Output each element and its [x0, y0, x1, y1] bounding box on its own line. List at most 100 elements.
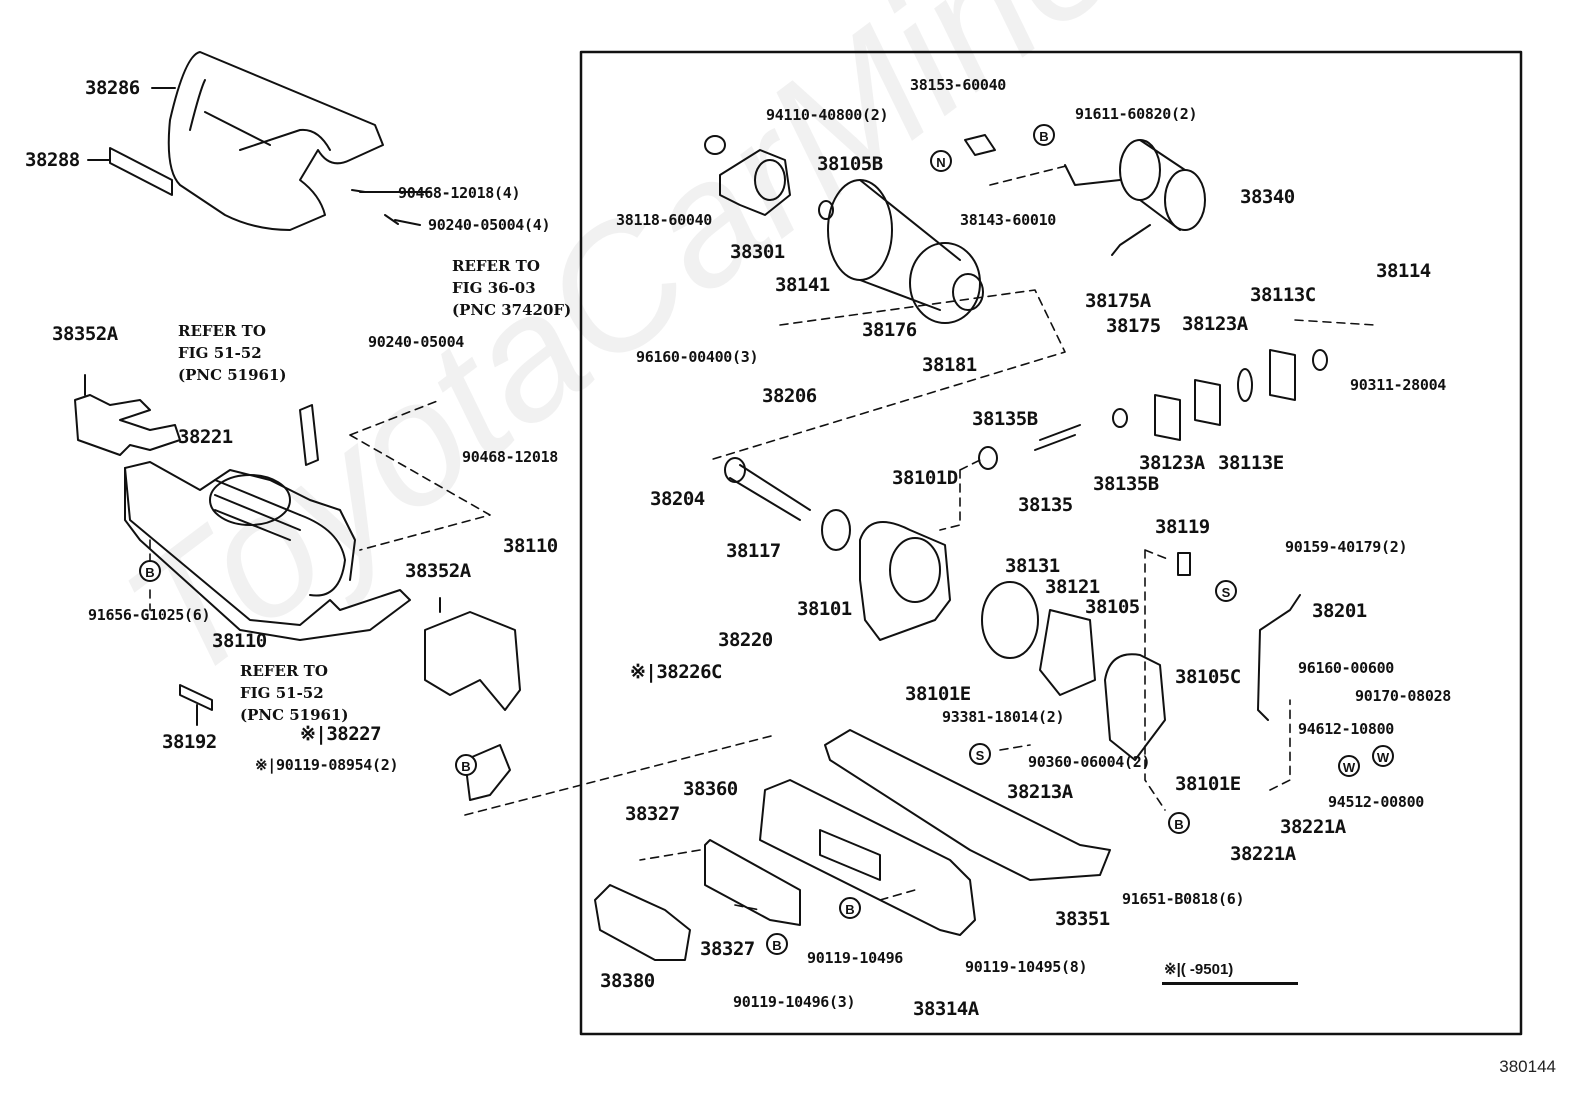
- reference-note: REFER TO FIG 36-03 (PNC 37420F): [452, 257, 572, 319]
- part-label: 38181: [922, 354, 977, 376]
- part-label: 38176: [862, 319, 917, 341]
- part-label: ※|38226C: [630, 661, 723, 683]
- part-label: 38221A: [1280, 816, 1346, 838]
- part-label: 38113E: [1218, 452, 1284, 474]
- part-label: 38105B: [817, 153, 883, 175]
- part-label: 38101D: [892, 467, 958, 489]
- part-label: 90119-10495(8): [965, 958, 1088, 976]
- part-label: 38105: [1085, 596, 1140, 618]
- part-label: 38105C: [1175, 666, 1241, 688]
- part-38360-bracket: [704, 839, 801, 926]
- part-38131-gear: [981, 581, 1039, 659]
- part-label: 38114: [1376, 260, 1431, 282]
- part-label: 38221: [178, 426, 233, 448]
- part-label: 38113C: [1250, 284, 1316, 306]
- part-label: 38192: [162, 731, 217, 753]
- footnote-applicability: ※|( -9501): [1162, 960, 1298, 985]
- part-38123A-gasket-1: [1154, 394, 1181, 441]
- part-label: 38119: [1155, 516, 1210, 538]
- nut-type-n-icon: N: [930, 150, 952, 172]
- part-90311-seal: [1312, 349, 1328, 371]
- part-label: 38327: [700, 938, 755, 960]
- part-label: 38288: [25, 149, 80, 171]
- part-38135B-bushing-2: [1112, 408, 1128, 428]
- part-38221-handle: [299, 404, 319, 466]
- part-label: 90170-08028: [1355, 687, 1452, 705]
- part-label: 90240-05004(4): [428, 216, 551, 234]
- part-label: 38352A: [405, 560, 471, 582]
- washer-type-w-icon: W: [1372, 745, 1394, 767]
- part-38301-lever: [719, 149, 791, 216]
- part-label: 38110: [212, 630, 267, 652]
- part-label: 38153-60040: [910, 76, 1007, 94]
- part-label: 38340: [1240, 186, 1295, 208]
- part-label: 90119-10496: [807, 949, 904, 967]
- part-label: 94110-40800(2): [766, 106, 889, 124]
- part-label: 96160-00400(3): [636, 348, 759, 366]
- part-label: 38175A: [1085, 290, 1151, 312]
- bolt-type-b-icon: B: [1033, 124, 1055, 146]
- part-label: 90159-40179(2): [1285, 538, 1408, 556]
- part-38123A-gasket-2: [1194, 379, 1221, 426]
- part-label: 90360-06004(2): [1028, 753, 1151, 771]
- part-label: 38135B: [1093, 473, 1159, 495]
- part-label: 38327: [625, 803, 680, 825]
- part-label: 38286: [85, 77, 140, 99]
- part-label: 38314A: [913, 998, 979, 1020]
- figure-number: 380144: [1499, 1057, 1556, 1076]
- part-label: 91651-B0818(6): [1122, 890, 1245, 908]
- part-label: 38135B: [972, 408, 1038, 430]
- part-38352A-bracket-mid: [424, 597, 521, 711]
- reference-note: REFER TO FIG 51-52 (PNC 51961): [178, 322, 287, 384]
- assembly-frame: [579, 50, 1523, 1036]
- part-38153-plate: [964, 134, 996, 156]
- part-38192-tag: [179, 684, 213, 711]
- washer-type-w-icon: W: [1338, 755, 1360, 777]
- part-label: 38204: [650, 488, 705, 510]
- part-38113C-cover: [1269, 349, 1296, 401]
- part-label: ※|90119-08954(2): [255, 756, 399, 774]
- part-label: 90240-05004: [368, 333, 465, 351]
- part-label: 94512-00800: [1328, 793, 1425, 811]
- part-38105-cover: [1104, 653, 1166, 761]
- part-label: 38213A: [1007, 781, 1073, 803]
- part-38340-spring: [1064, 139, 1206, 256]
- part-label: 93381-18014(2): [942, 708, 1065, 726]
- part-label: 38141: [775, 274, 830, 296]
- part-38227-bracket: [464, 744, 511, 801]
- part-label: 38101E: [905, 683, 971, 705]
- part-38352A-bracket-top: [74, 374, 181, 456]
- part-38141-drum: [827, 179, 984, 324]
- part-38351-frame: [824, 729, 1111, 881]
- part-38105B-washer: [818, 200, 834, 220]
- part-label: 38206: [762, 385, 817, 407]
- part-38110-winch-body: [124, 461, 411, 641]
- part-label: 38101E: [1175, 773, 1241, 795]
- screw-type-s-icon: S: [969, 743, 991, 765]
- part-label: 38220: [718, 629, 773, 651]
- part-38286-cover: [167, 51, 384, 231]
- part-label: 38352A: [52, 323, 118, 345]
- part-38201-lever: [1257, 594, 1301, 721]
- part-38101-housing: [859, 521, 951, 641]
- part-38118-bushing: [704, 135, 726, 155]
- bolt-type-b-icon: B: [839, 897, 861, 919]
- part-label: 91656-G1025(6): [88, 606, 211, 624]
- part-label: 38131: [1005, 555, 1060, 577]
- part-38380-bracket: [594, 884, 691, 961]
- part-label: 38123A: [1182, 313, 1248, 335]
- part-label: 90468-12018: [462, 448, 559, 466]
- part-38121-gasket: [1039, 609, 1096, 696]
- part-label: 90468-12018(4): [398, 184, 521, 202]
- part-label: 96160-00600: [1298, 659, 1395, 677]
- part-label: 38360: [683, 778, 738, 800]
- part-label: 38143-60010: [960, 211, 1057, 229]
- part-label: 94612-10800: [1298, 720, 1395, 738]
- reference-note: REFER TO FIG 51-52 (PNC 51961): [240, 662, 349, 724]
- part-label: 38301: [730, 241, 785, 263]
- part-label: 38123A: [1139, 452, 1205, 474]
- part-label: 38175: [1106, 315, 1161, 337]
- part-label: 90119-10496(3): [733, 993, 856, 1011]
